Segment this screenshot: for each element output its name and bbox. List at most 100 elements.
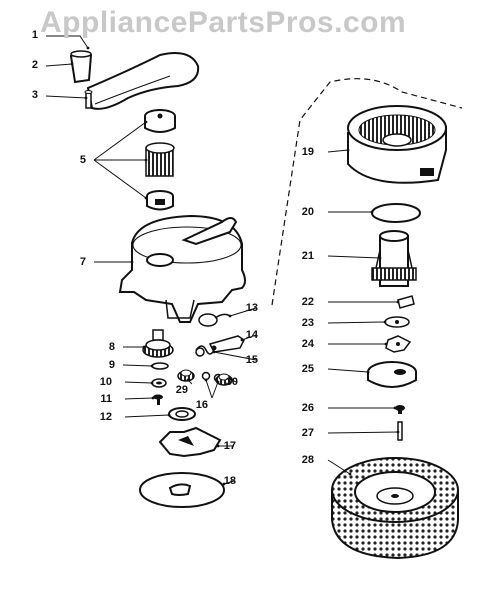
screw-26-part bbox=[395, 405, 405, 414]
leader-line bbox=[327, 368, 369, 373]
callout-17: 17 bbox=[216, 440, 236, 452]
watermark: AppliancePartsPros.com bbox=[40, 6, 407, 39]
leader-line bbox=[327, 321, 386, 324]
callout-number: 22 bbox=[302, 296, 314, 308]
callout-13: 13 bbox=[228, 302, 258, 318]
pin-part bbox=[84, 90, 93, 109]
callout-layer: 1235789101112131415161718192021222324252… bbox=[32, 29, 400, 487]
washer-10-part bbox=[151, 378, 167, 388]
callout-number: 3 bbox=[32, 89, 38, 101]
housing-cover-part bbox=[118, 214, 246, 323]
callout-30: 30 bbox=[226, 376, 238, 388]
leader-arrow bbox=[130, 260, 134, 264]
leader-arrow bbox=[151, 396, 155, 400]
leader-arrow bbox=[167, 413, 171, 417]
coupling-stack-part bbox=[144, 109, 176, 211]
leader-arrow bbox=[212, 350, 216, 354]
leader-line bbox=[213, 351, 257, 361]
callout-number: 11 bbox=[100, 393, 112, 405]
leader-line bbox=[93, 159, 147, 199]
callout-18: 18 bbox=[222, 475, 236, 487]
leader-arrow bbox=[204, 378, 208, 382]
leader-arrow bbox=[86, 46, 90, 50]
leader-arrow bbox=[144, 120, 148, 124]
callout-number: 28 bbox=[302, 454, 314, 466]
callout-28: 28 bbox=[302, 454, 352, 476]
callout-10: 10 bbox=[100, 376, 154, 388]
crank-handle-part bbox=[86, 52, 200, 110]
leader-line bbox=[211, 381, 219, 399]
leader-line bbox=[45, 95, 87, 99]
leader-arrow bbox=[396, 430, 400, 434]
washer-23-part bbox=[384, 316, 410, 328]
leader-line bbox=[327, 431, 399, 434]
callout-number: 9 bbox=[109, 359, 115, 371]
leader-arrow bbox=[383, 320, 387, 324]
assembly-guide-line bbox=[271, 78, 463, 306]
leader-line bbox=[124, 414, 170, 418]
callout-number: 8 bbox=[109, 341, 115, 353]
base-plate-part bbox=[139, 472, 225, 508]
callout-9: 9 bbox=[109, 359, 154, 371]
leader-arrow bbox=[144, 158, 148, 162]
callout-8: 8 bbox=[109, 341, 146, 353]
leader-arrow bbox=[84, 96, 88, 100]
leader-line bbox=[124, 397, 154, 400]
small-gear-29-part bbox=[177, 369, 195, 382]
callout-5: 5 bbox=[80, 120, 148, 200]
leader-line bbox=[122, 364, 153, 367]
callout-23: 23 bbox=[302, 317, 387, 329]
callout-number: 12 bbox=[100, 411, 112, 423]
callout-number: 21 bbox=[302, 250, 314, 262]
drive-gear-part bbox=[142, 329, 174, 358]
callout-number: 13 bbox=[246, 302, 258, 314]
ring-gear-19-part bbox=[347, 105, 447, 184]
callout-15: 15 bbox=[212, 350, 258, 366]
shaft-assembly-21-part bbox=[371, 230, 417, 287]
callout-12: 12 bbox=[100, 411, 171, 423]
gasket-20-part bbox=[371, 203, 421, 223]
callout-number: 1 bbox=[32, 29, 38, 41]
star-gear-24-part bbox=[385, 335, 412, 353]
callout-number: 14 bbox=[246, 329, 259, 341]
leader-arrow bbox=[142, 345, 146, 349]
leader-arrow bbox=[150, 364, 154, 368]
leader-arrow bbox=[348, 472, 352, 476]
callout-2: 2 bbox=[32, 59, 74, 71]
callout-25: 25 bbox=[302, 363, 370, 375]
callout-number: 7 bbox=[80, 256, 86, 268]
callout-number: 29 bbox=[176, 384, 188, 396]
leader-line bbox=[223, 480, 235, 485]
callout-29: 29 bbox=[176, 378, 193, 396]
callout-26: 26 bbox=[302, 402, 397, 414]
leader-arrow bbox=[216, 380, 220, 384]
callout-14: 14 bbox=[240, 329, 259, 342]
leader-arrow bbox=[144, 196, 148, 200]
leader-arrow bbox=[222, 482, 226, 486]
leader-arrow bbox=[370, 210, 374, 214]
callout-11: 11 bbox=[100, 393, 155, 405]
callout-20: 20 bbox=[302, 206, 374, 218]
leader-arrow bbox=[150, 381, 154, 385]
callout-22: 22 bbox=[302, 296, 400, 308]
spring-15-part bbox=[195, 345, 215, 357]
callout-number: 30 bbox=[226, 376, 238, 388]
leader-line bbox=[46, 35, 89, 49]
leader-arrow bbox=[240, 338, 244, 342]
bearing-ring-part bbox=[168, 407, 196, 421]
callout-number: 20 bbox=[302, 206, 314, 218]
leader-arrow bbox=[378, 256, 382, 260]
callout-1: 1 bbox=[32, 29, 90, 50]
star-disc-part bbox=[158, 426, 222, 458]
leader-line bbox=[327, 255, 381, 259]
knob-part bbox=[69, 50, 93, 84]
callout-number: 15 bbox=[246, 354, 258, 366]
callout-number: 23 bbox=[302, 317, 314, 329]
washer-9-part bbox=[151, 362, 169, 370]
leader-line bbox=[327, 459, 351, 475]
leader-arrow bbox=[216, 444, 220, 448]
callout-27: 27 bbox=[302, 427, 400, 439]
leader-line bbox=[124, 381, 153, 384]
